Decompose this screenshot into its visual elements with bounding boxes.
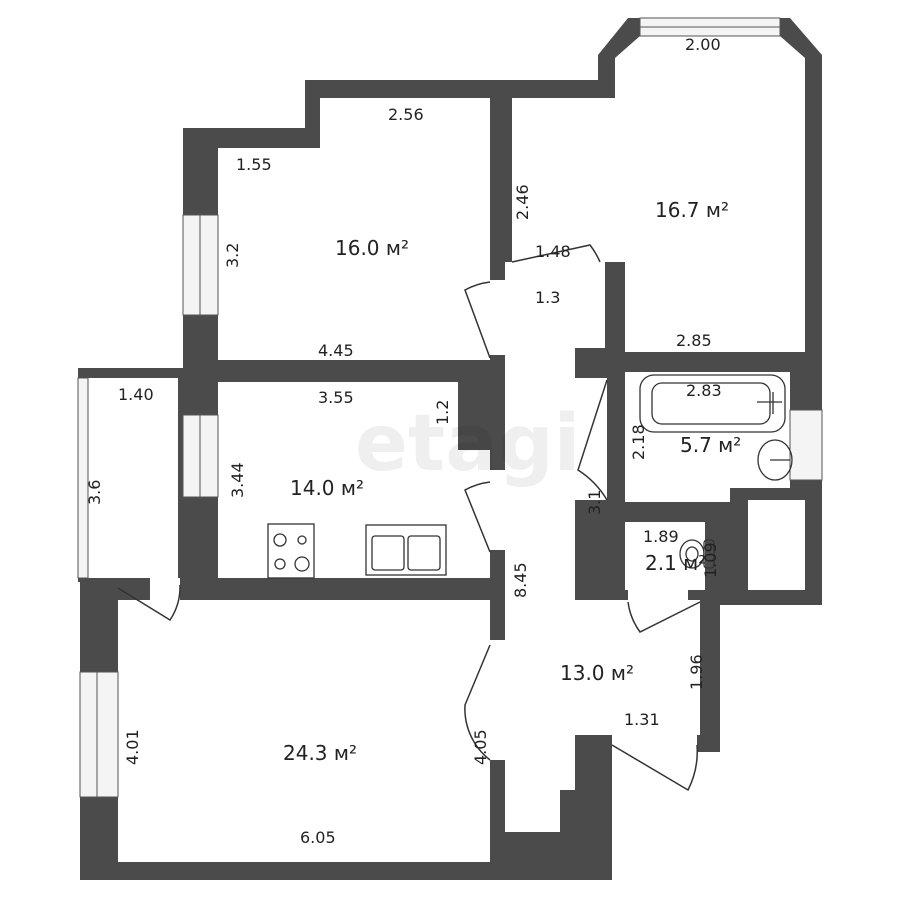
bedroom-1 bbox=[218, 98, 490, 360]
dim-bed1-bottom: 4.45 bbox=[318, 341, 354, 360]
dim-hall-small-top: 1.48 bbox=[535, 242, 571, 261]
door-wc[interactable] bbox=[627, 601, 701, 633]
dim-kitchen-left: 3.44 bbox=[228, 462, 247, 498]
dim-bed1-top: 2.56 bbox=[388, 105, 424, 124]
dim-hall-small: 1.3 bbox=[535, 288, 560, 307]
area-kitchen: 14.0 м² bbox=[290, 476, 364, 500]
door-entrance[interactable] bbox=[611, 744, 698, 792]
window-balcony bbox=[77, 377, 89, 579]
area-bedroom-1: 16.0 м² bbox=[335, 236, 409, 260]
window-living-room bbox=[79, 671, 119, 798]
corridor-column bbox=[560, 790, 575, 832]
corridor bbox=[505, 262, 575, 832]
door-kitchen[interactable] bbox=[464, 481, 491, 553]
dim-living-right: 4.05 bbox=[471, 729, 490, 765]
area-living-room: 24.3 м² bbox=[283, 741, 357, 765]
living-door-gap bbox=[490, 640, 510, 760]
dim-kitchen-top: 3.55 bbox=[318, 388, 354, 407]
area-hall: 13.0 м² bbox=[560, 661, 634, 685]
dim-living-left: 4.01 bbox=[123, 729, 142, 765]
bed1-door-gap bbox=[490, 280, 510, 355]
wc bbox=[625, 522, 705, 590]
dim-hall-right: 1.96 bbox=[687, 654, 706, 690]
window-bathroom bbox=[789, 409, 823, 481]
dim-hall-bottom: 1.31 bbox=[624, 710, 660, 729]
dim-bath-left: 2.18 bbox=[629, 424, 648, 460]
area-bedroom-2: 16.7 м² bbox=[655, 198, 729, 222]
dim-bath-top: 2.83 bbox=[686, 381, 722, 400]
bathroom-lower bbox=[625, 488, 730, 502]
area-wc: 2.1 м² bbox=[645, 551, 706, 575]
door-balcony[interactable] bbox=[117, 584, 181, 622]
kitchen-door-gap bbox=[490, 470, 510, 550]
watermark: etagi bbox=[355, 399, 580, 489]
wc-door-gap bbox=[628, 588, 688, 602]
dim-bed2-left: 2.46 bbox=[513, 184, 532, 220]
washbasin-icon bbox=[757, 439, 793, 481]
dim-kitchen-notch: 1.2 bbox=[433, 400, 452, 425]
dim-corridor-long: 8.45 bbox=[511, 562, 530, 598]
dim-balcony-left: 3.6 bbox=[85, 480, 104, 505]
dim-living-bottom: 6.05 bbox=[300, 828, 336, 847]
door-bathroom[interactable] bbox=[577, 379, 608, 501]
dim-bed2-bottom: 2.85 bbox=[676, 331, 712, 350]
door-living-room[interactable] bbox=[464, 644, 491, 761]
area-bathroom: 5.7 м² bbox=[680, 433, 741, 457]
entrance-gap bbox=[612, 735, 697, 755]
toilet-icon bbox=[679, 539, 715, 569]
door-bedroom-1[interactable] bbox=[464, 281, 491, 359]
living-room bbox=[118, 600, 490, 862]
bathtub-icon bbox=[639, 374, 786, 433]
dim-corridor-short: 3.1 bbox=[585, 490, 604, 515]
closet bbox=[748, 500, 805, 590]
bedroom-2 bbox=[512, 36, 805, 352]
dim-balcony-top: 1.40 bbox=[118, 385, 154, 404]
dim-wc-top: 1.89 bbox=[643, 527, 679, 546]
door-bedroom-2[interactable] bbox=[511, 244, 601, 263]
kitchen bbox=[218, 382, 490, 578]
dim-bay-top: 2.00 bbox=[685, 35, 721, 54]
dim-bed1-corner: 1.55 bbox=[236, 155, 272, 174]
dim-wc-side: 1.09 bbox=[701, 542, 720, 578]
dim-bed1-left: 3.2 bbox=[223, 243, 242, 268]
stove-icon bbox=[267, 523, 315, 579]
kitchen-sink-icon bbox=[365, 524, 447, 576]
hall bbox=[505, 600, 700, 735]
balcony bbox=[88, 378, 178, 578]
living-bottom-recess bbox=[232, 848, 490, 862]
balcony-door-gap bbox=[150, 578, 180, 600]
